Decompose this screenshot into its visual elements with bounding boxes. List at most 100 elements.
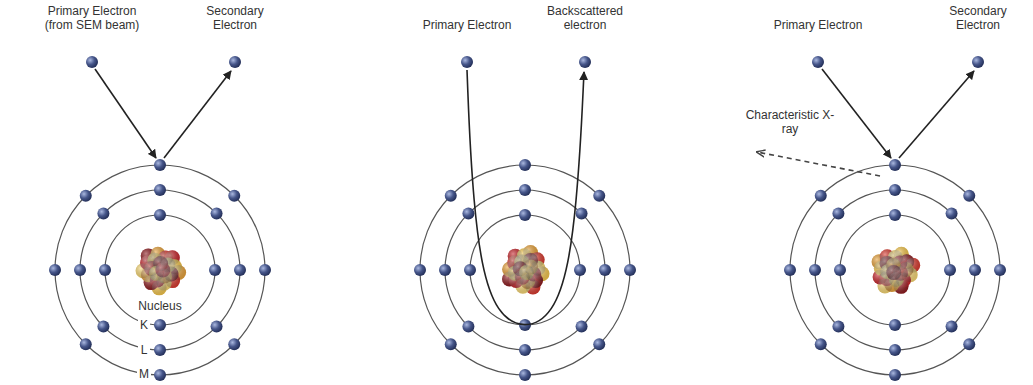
label-text: K [138,318,150,332]
electron [259,264,271,276]
electron [889,159,901,171]
electron [462,207,474,219]
free-electron [972,56,984,68]
atom [49,159,271,381]
free-electron [229,56,241,68]
electron [414,264,426,276]
free-electron [579,56,591,68]
electron [462,321,474,333]
nucleus [872,247,921,294]
electron [154,369,166,381]
electron [234,264,246,276]
electron-path [467,70,584,325]
electron [80,338,92,350]
electron [154,184,166,196]
electron [889,184,901,196]
nucleus [136,247,187,296]
label-text: Nucleus [133,299,187,313]
electron [599,264,611,276]
electron [944,264,956,276]
electron [809,264,821,276]
electron [97,321,109,333]
electron [49,264,61,276]
electron [624,264,636,276]
electron [519,344,531,356]
electron-path [164,71,231,158]
electron-shell [80,190,240,350]
electron [439,264,451,276]
free-electron [461,56,473,68]
electron [519,159,531,171]
electron-shell [445,190,605,350]
label-text: Primary Electron [412,18,522,32]
label-text: Primary Electron [763,18,873,32]
electron [209,264,221,276]
label-text: Primary Electron (from SEM beam) [32,4,152,33]
electron [97,207,109,219]
electron [74,264,86,276]
electron [832,321,844,333]
electron-shell [420,165,630,375]
electron [576,321,588,333]
electron [228,338,240,350]
electron [99,264,111,276]
electron [593,338,605,350]
electron [889,344,901,356]
electron [946,321,958,333]
electron [889,319,901,331]
electron [946,207,958,219]
nucleon [155,263,170,278]
electron-shell [840,215,950,325]
nucleon-shade [886,265,901,280]
label-text: Characteristic X-ray [745,108,835,137]
electron [445,190,457,202]
electron [815,190,827,202]
electron [519,184,531,196]
nucleon [519,265,534,280]
label-text: Secondary Electron [195,4,275,33]
label-text: Secondary Electron [938,4,1018,33]
label-text: M [137,367,151,381]
electron [963,190,975,202]
electron [889,209,901,221]
electron [228,190,240,202]
electron-path [899,71,974,158]
label-text: L [138,343,150,357]
electron [815,338,827,350]
electron [834,264,846,276]
free-electron [86,56,98,68]
free-electron [812,56,824,68]
electron [154,159,166,171]
electron-shell [790,165,1000,375]
electron [519,369,531,381]
electron [154,319,166,331]
electron [211,207,223,219]
electron [154,209,166,221]
electron [963,338,975,350]
electron [969,264,981,276]
electron [154,344,166,356]
electron [576,207,588,219]
electron-shell [815,190,975,350]
electron-shell [470,215,580,325]
atom [414,159,636,381]
electron [889,369,901,381]
nucleon [886,265,901,280]
electron [784,264,796,276]
electron [519,209,531,221]
electron [574,264,586,276]
electron [832,207,844,219]
electron [445,338,457,350]
nucleus [502,245,549,295]
electron [80,190,92,202]
electron [464,264,476,276]
electron-shell [55,165,265,375]
label-text: Backscattered electron [540,4,630,33]
nucleon-shade [155,263,170,278]
nucleon-shade [519,265,534,280]
electron [593,190,605,202]
xray-arrow [757,152,880,176]
